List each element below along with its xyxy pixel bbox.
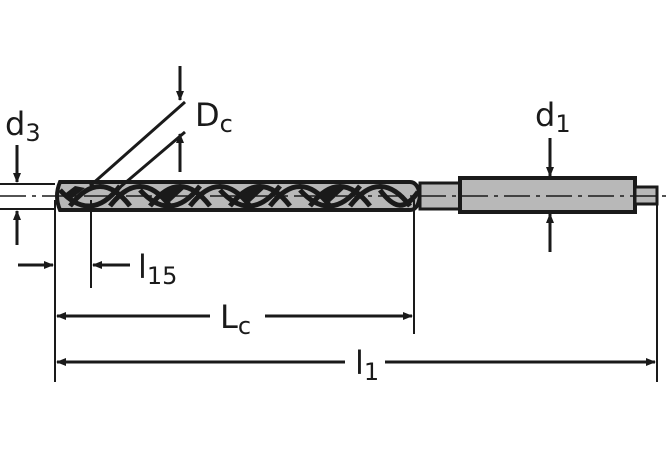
lc-label: Lc <box>220 298 251 340</box>
l15-label: l15 <box>138 248 177 290</box>
l1-label: l1 <box>355 344 379 386</box>
d3-dimension <box>0 145 55 245</box>
dc-dimension <box>89 66 186 202</box>
dc-label: Dc <box>195 96 233 138</box>
d1-label: d1 <box>535 96 571 138</box>
shank <box>458 176 659 214</box>
d3-label: d3 <box>5 105 41 147</box>
extension-lines <box>54 200 658 382</box>
